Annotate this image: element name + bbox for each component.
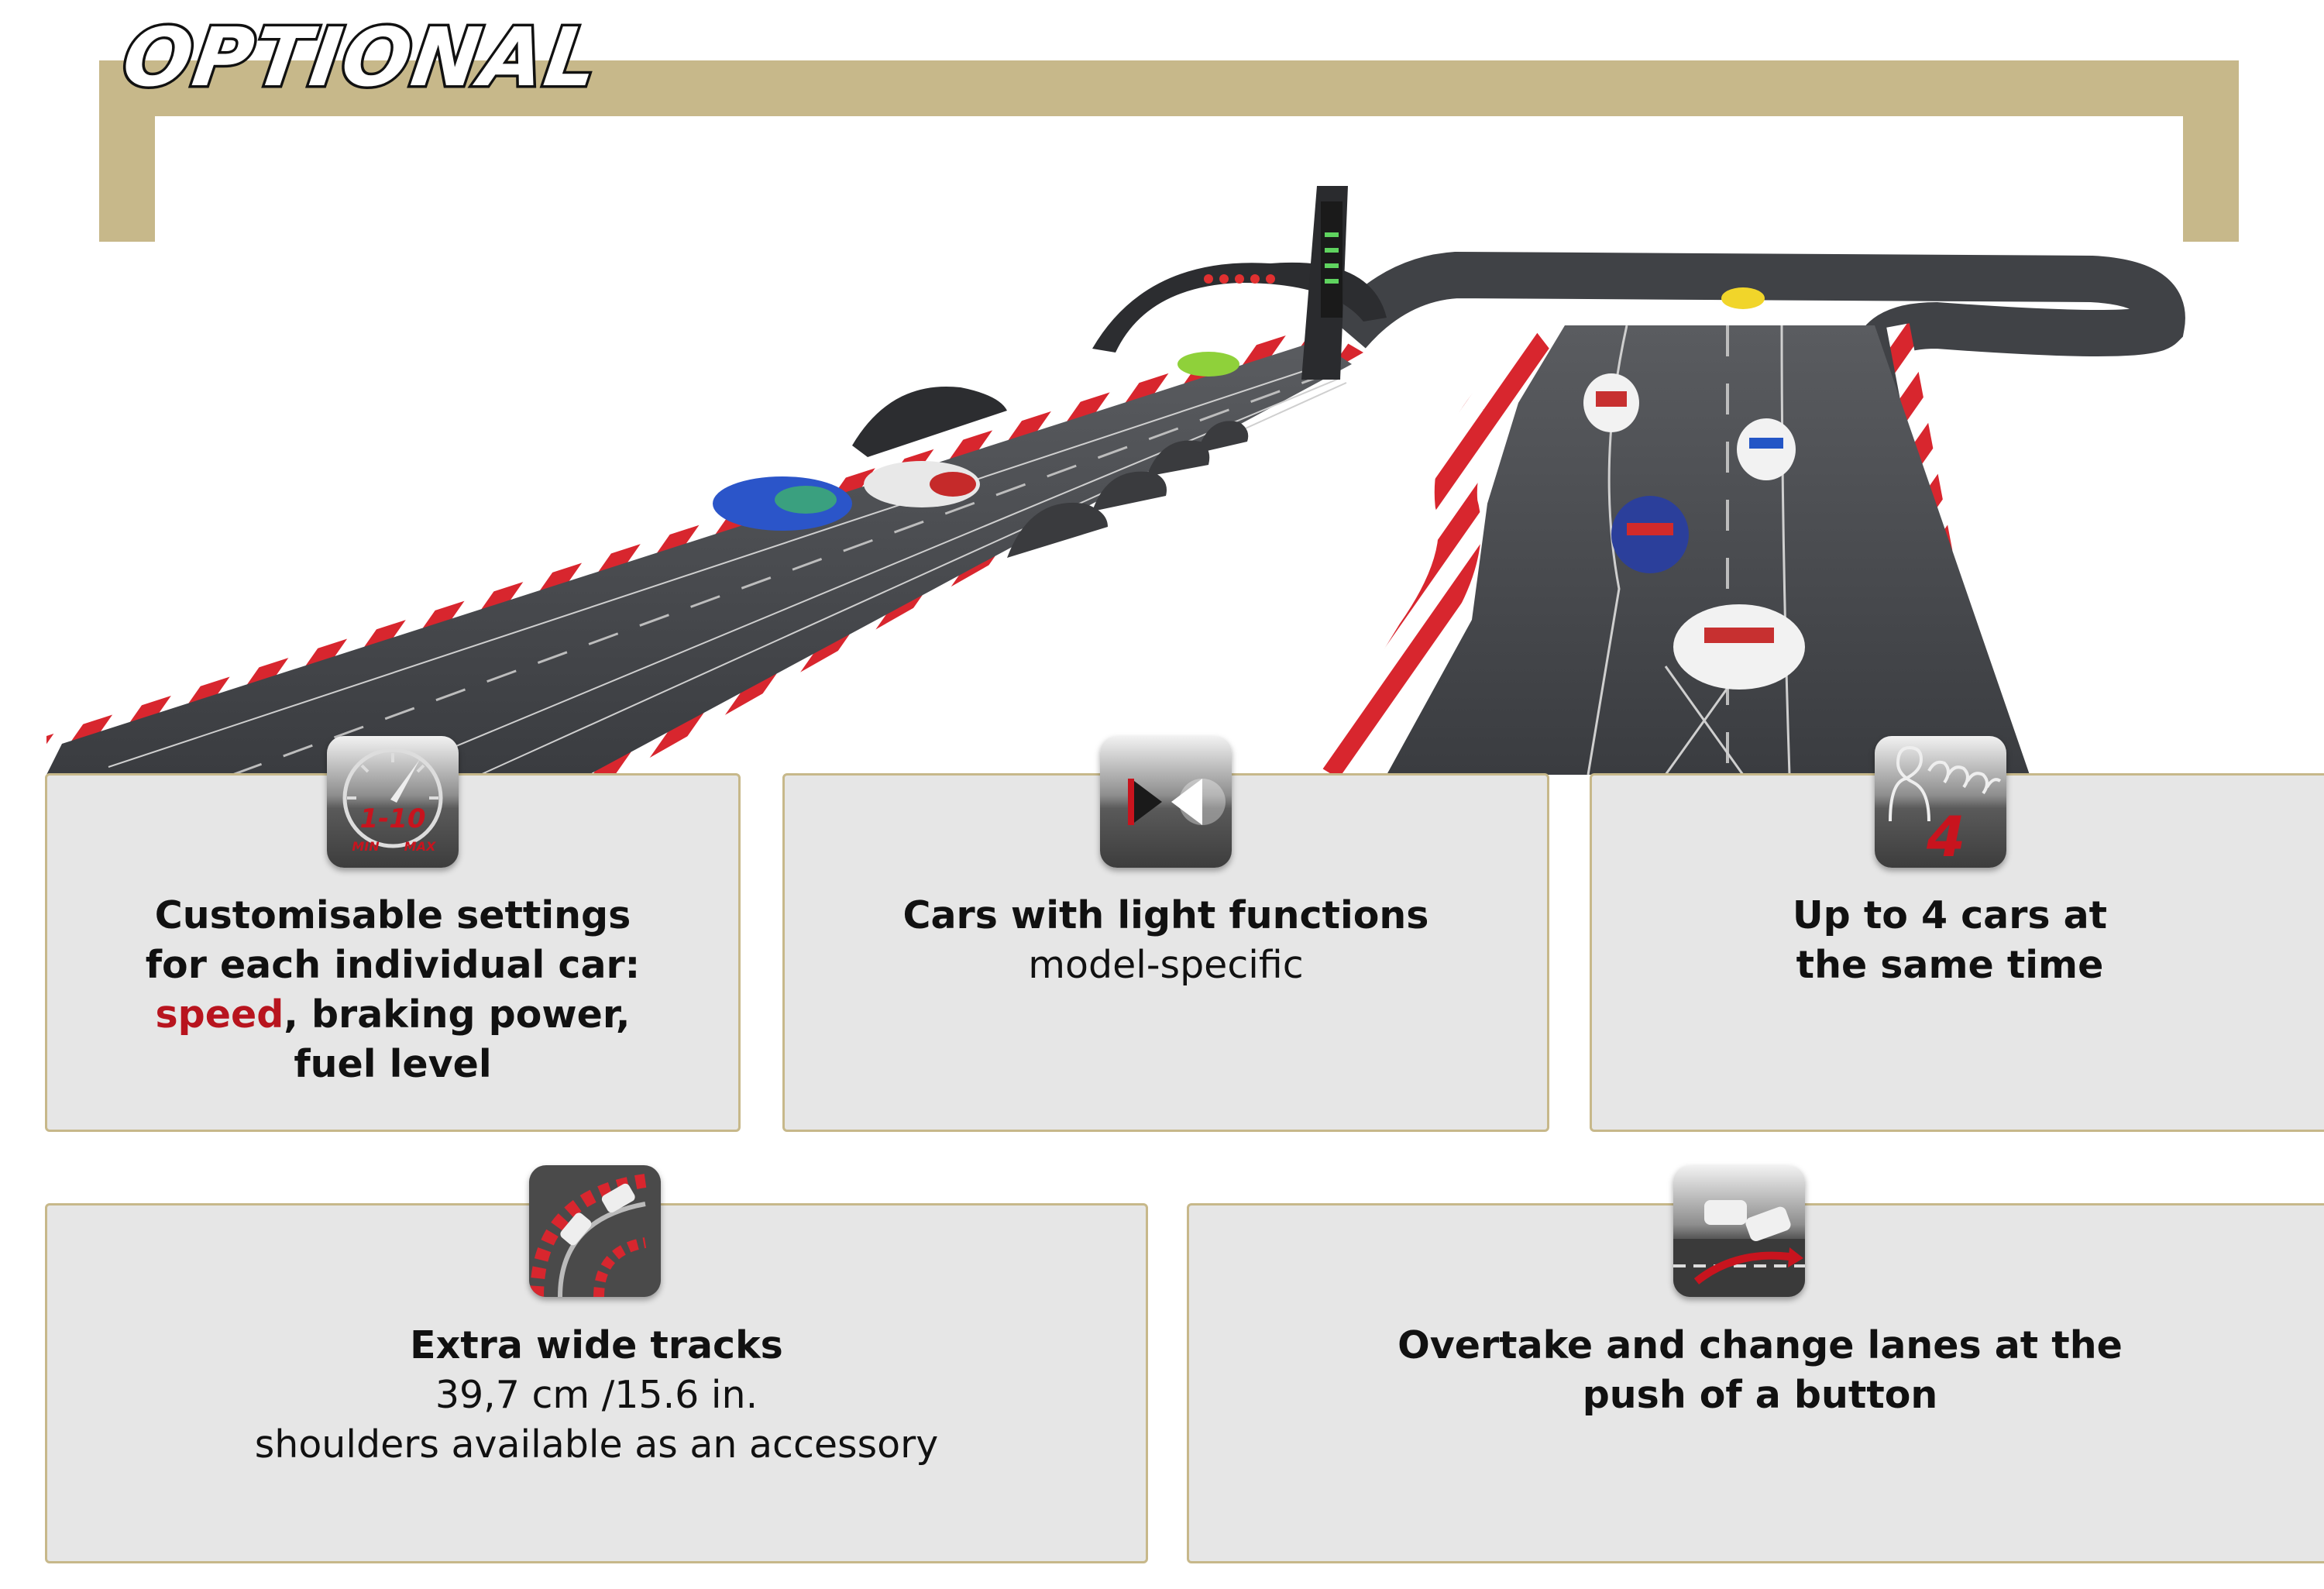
feature-settings-line1: Customisable settings [154,893,631,937]
feature-settings-line4: fuel level [294,1042,492,1086]
svg-text:MIN: MIN [352,839,380,854]
feature-settings-line3: speed, braking power, [155,992,631,1037]
car-yellow [1721,287,1765,309]
speedometer-icon: 1-10 MIN MAX [327,736,459,868]
svg-text:MAX: MAX [404,839,436,854]
car-white-red [864,461,980,507]
light-functions-icon [1100,736,1232,868]
race-cars [713,287,1805,690]
feature-wide-tracks-line2: 39,7 cm /15.6 in. [435,1373,758,1417]
car-white-1 [1583,373,1639,432]
wide-track-icon [529,1165,661,1297]
car-blue [713,476,852,531]
speed-highlight: speed [155,992,284,1037]
svg-text:1-10: 1-10 [359,803,425,834]
feature-wide-tracks-line3: shoulders available as an accessory [254,1422,939,1467]
feature-wide-tracks-line1: Extra wide tracks [410,1323,783,1367]
car-white-3 [1673,604,1805,690]
header-frame [99,60,2239,242]
left-straight-track [46,325,1363,775]
feature-lane-change-line2: push of a button [1582,1373,1938,1417]
feature-four-cars-line1: Up to 4 cars at [1792,893,2108,937]
feature-lights-line1: Cars with light functions [902,893,1429,937]
car-green [1177,352,1239,377]
four-cars-icon: 4 [1875,736,2006,868]
lane-change-icon [1673,1165,1805,1297]
car-blue-2 [1611,496,1689,573]
feature-card-lights [782,773,1549,1132]
svg-text:4: 4 [1926,804,1965,868]
feature-four-cars-line2: the same time [1796,943,2104,987]
position-tower [1301,186,1348,380]
track-illustration [46,186,2185,775]
feature-settings-line2: for each individual car: [145,943,641,987]
car-white-2 [1737,418,1796,480]
feature-lights-line2: model-specific [1028,943,1304,987]
feature-lane-change-line1: Overtake and change lanes at the [1397,1323,2123,1367]
right-track [1314,325,2030,775]
